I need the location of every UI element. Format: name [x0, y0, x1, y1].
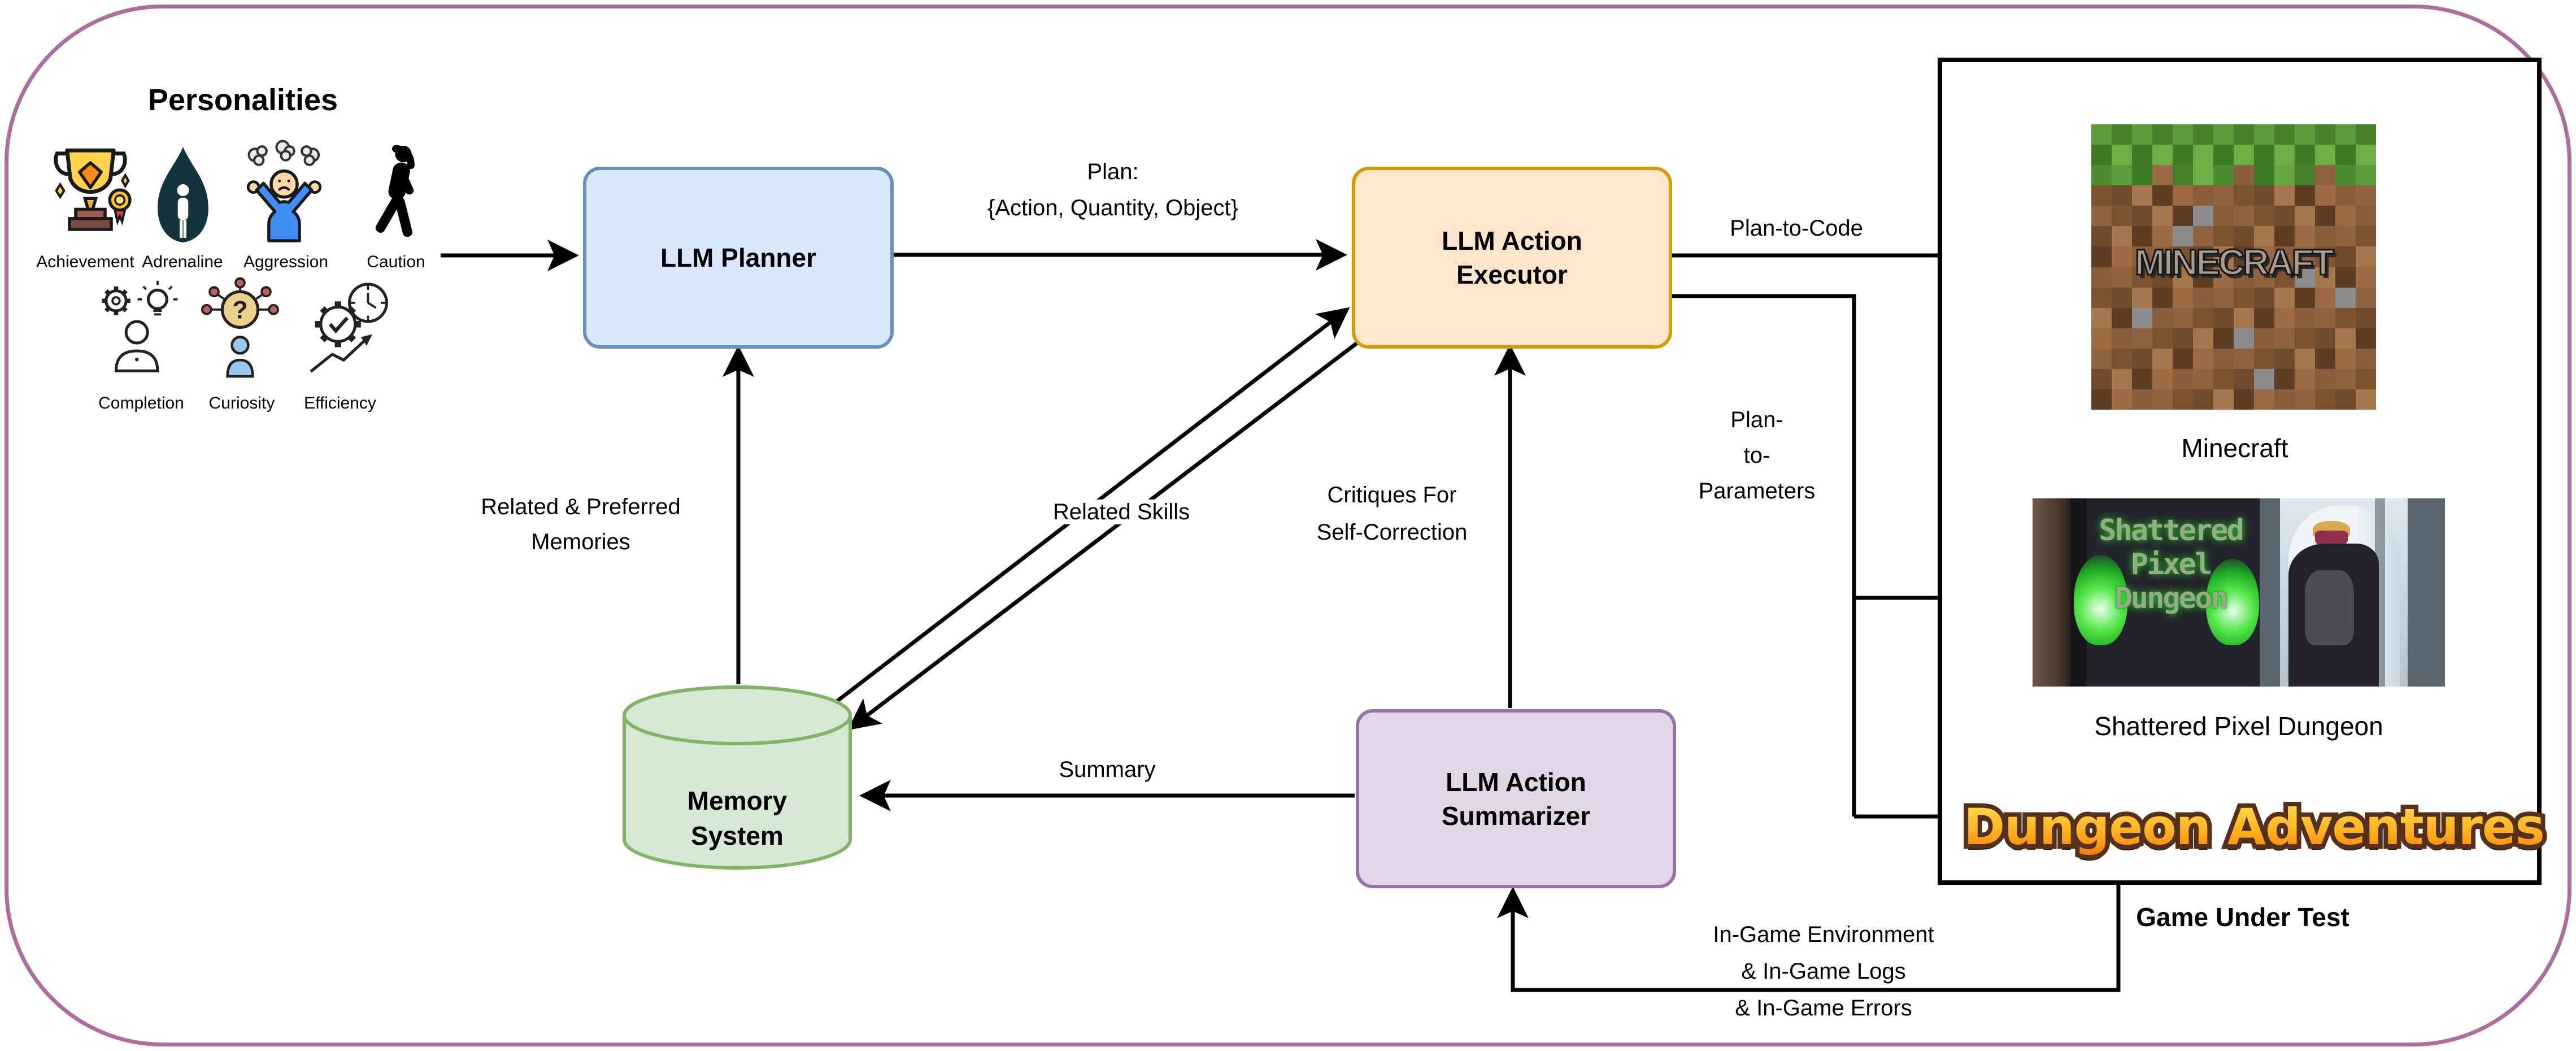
personalities-title: Personalities	[147, 83, 338, 117]
spd-logo-text: Shattered Pixel Dungeon	[2099, 513, 2244, 615]
critiques-label: Critiques For Self-Correction	[1316, 483, 1468, 545]
related-memories-label: Related & Preferred Memories	[481, 494, 681, 554]
plan-edge-label: Plan: {Action, Quantity, Object}	[987, 159, 1238, 220]
personality-label: Adrenaline	[142, 253, 223, 271]
arrow-ingame-feedback	[1497, 877, 2121, 992]
plan-to-code-label: Plan-to-Code	[1730, 216, 1863, 241]
minecraft-caption: Minecraft	[2181, 433, 2288, 463]
ingame-feedback-label: In-Game Environment & In-Game Logs & In-…	[1713, 922, 1934, 1020]
flame-icon	[158, 147, 208, 242]
spd-caption: Shattered Pixel Dungeon	[2094, 711, 2383, 741]
game-under-test-label: Game Under Test	[2136, 902, 2349, 932]
personality-label: Curiosity	[208, 394, 275, 412]
gear-clock-arrow-icon	[310, 283, 388, 373]
minecraft-image: MINECRAFT	[2091, 124, 2376, 410]
arrow-executor-to-memory	[847, 333, 1370, 731]
personality-label: Efficiency	[304, 394, 376, 412]
figure-border	[5, 5, 2571, 1046]
llm-action-summarizer-node: LLM Action Summarizer	[1356, 709, 1676, 888]
person-gear-bulb-icon	[102, 280, 178, 372]
question-head-icon: ?	[201, 277, 279, 378]
related-skills-label: Related Skills	[1011, 494, 1232, 530]
minecraft-block-art	[2091, 124, 2376, 410]
plan-to-parameters-label: Plan- to- Parameters	[1698, 407, 1816, 503]
shattered-pixel-dungeon-image: Shattered Pixel Dungeon	[2033, 498, 2445, 687]
trophy-icon	[54, 148, 132, 231]
llm-action-executor-node: LLM Action Executor	[1352, 167, 1672, 349]
personality-label: Caution	[367, 253, 425, 271]
memory-system-label: Memory System	[687, 786, 787, 850]
angry-person-icon	[246, 140, 322, 242]
summary-label: Summary	[1059, 757, 1156, 782]
green-flame-icon	[2074, 554, 2127, 645]
line-plan-to-parameters-trunk	[1666, 294, 1856, 817]
minecraft-logo-text: MINECRAFT	[2134, 241, 2335, 284]
llm-action-summarizer-label: LLM Action Summarizer	[1441, 767, 1591, 831]
dungeon-adventures-logo: Dungeon Adventures Dungeon Adventures	[1959, 793, 2549, 861]
svg-text:?: ?	[232, 297, 247, 324]
personality-label: Aggression	[243, 253, 329, 271]
llm-action-executor-label: LLM Action Executor	[1442, 226, 1582, 289]
personality-label: Achievement	[36, 253, 134, 271]
llm-planner-node: LLM Planner	[583, 167, 894, 349]
cautious-person-icon	[375, 145, 415, 237]
green-flame-icon	[2205, 558, 2260, 645]
personality-label: Completion	[98, 394, 184, 412]
memory-system-node: Memory System	[621, 684, 853, 872]
llm-planner-label: LLM Planner	[660, 243, 817, 272]
